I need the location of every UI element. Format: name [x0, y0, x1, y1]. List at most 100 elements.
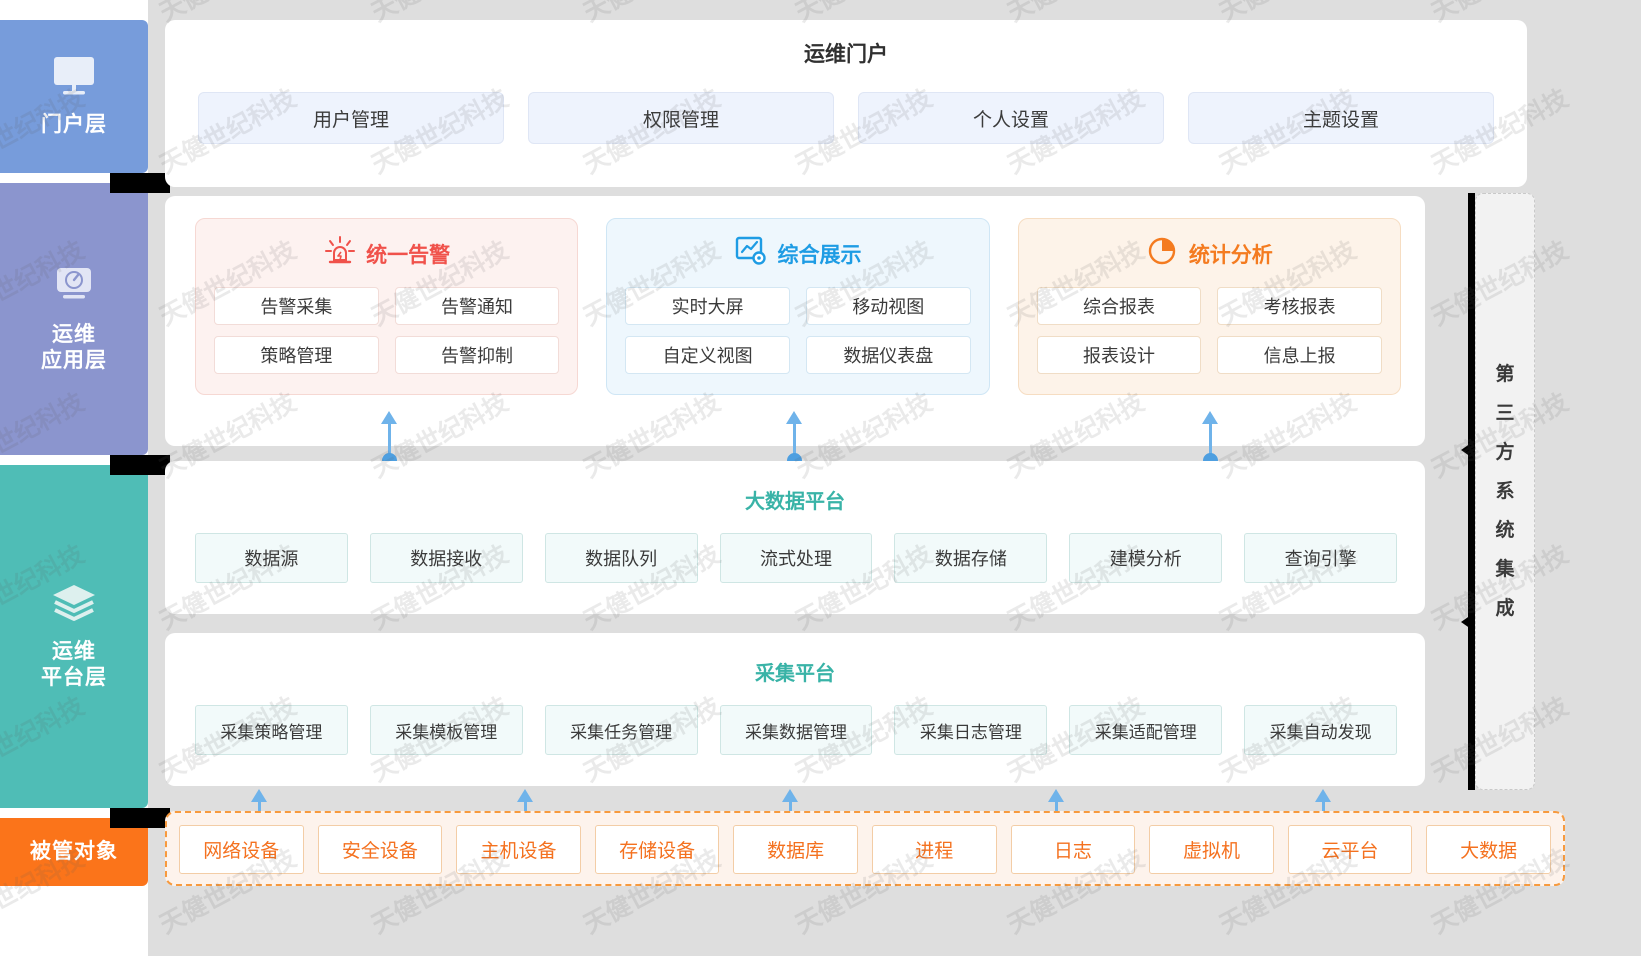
group-items: 综合报表 考核报表 报表设计 信息上报	[1036, 287, 1382, 374]
group-unified-alarm: 统一告警 告警采集 告警通知 策略管理 告警抑制	[195, 218, 579, 395]
chip-report-design[interactable]: 报表设计	[1036, 336, 1202, 374]
watermark-text: 天健世纪科技	[1636, 839, 1641, 941]
sidebar-item-ops-platform-layer[interactable]: 运维平台层	[0, 465, 148, 808]
group-comprehensive-display: 综合展示 实时大屏 移动视图 自定义视图 数据仪表盘	[606, 218, 990, 395]
sidebar-item-label: 运维应用层	[41, 322, 107, 372]
portal-button-row: 用户管理 权限管理 个人设置 主题设置	[198, 92, 1494, 144]
watermark-text: 天健世纪科技	[1636, 231, 1641, 333]
collection-item-row: 采集策略管理 采集模板管理 采集任务管理 采集数据管理 采集日志管理 采集适配管…	[195, 705, 1398, 755]
object-cloud-platform[interactable]: 云平台	[1287, 825, 1413, 874]
pie-chart-icon	[1146, 235, 1180, 273]
collection-item-policy-management[interactable]: 采集策略管理	[195, 705, 348, 755]
object-database[interactable]: 数据库	[733, 825, 858, 874]
connector-tab	[110, 173, 170, 193]
third-party-char: 方	[1495, 442, 1515, 463]
connector-tab	[110, 455, 170, 475]
sidebar-item-label: 门户层	[41, 113, 107, 137]
watermark-text: 天健世纪科技	[1636, 687, 1641, 789]
group-title: 综合展示	[777, 244, 862, 267]
object-process[interactable]: 进程	[871, 825, 997, 874]
object-log[interactable]: 日志	[1010, 825, 1136, 874]
collection-platform-card: 采集平台 采集策略管理 采集模板管理 采集任务管理 采集数据管理 采集日志管理 …	[165, 633, 1425, 786]
page-title: 运维门户	[804, 43, 888, 66]
object-storage-device[interactable]: 存储设备	[594, 825, 720, 874]
collection-item-adapter-management[interactable]: 采集适配管理	[1069, 705, 1223, 755]
bigdata-item-row: 数据源 数据接收 数据队列 流式处理 数据存储 建模分析 查询引擎	[195, 533, 1398, 583]
third-party-char: 统	[1495, 520, 1515, 541]
layers-icon	[49, 582, 99, 629]
sidebar-item-ops-application-layer[interactable]: 运维应用层	[0, 183, 148, 455]
bigdata-item-data-source[interactable]: 数据源	[195, 533, 348, 583]
chip-alarm-suppression[interactable]: 告警抑制	[394, 336, 560, 374]
third-party-notch	[1461, 443, 1471, 457]
portal-box-user-management[interactable]: 用户管理	[198, 92, 504, 144]
group-statistical-analysis: 统计分析 综合报表 考核报表 报表设计 信息上报	[1017, 218, 1401, 395]
chip-custom-view[interactable]: 自定义视图	[625, 336, 790, 374]
collection-item-task-management[interactable]: 采集任务管理	[544, 705, 698, 755]
section-title-collection: 采集平台	[755, 663, 835, 685]
sidebar-item-label: 运维平台层	[41, 640, 107, 689]
group-header: 统一告警	[214, 235, 559, 273]
sidebar-item-portal-layer[interactable]: 门户层	[0, 20, 148, 173]
flow-arrow-up	[381, 411, 397, 468]
flow-arrow-up	[1202, 411, 1218, 468]
watermark-text: 天健世纪科技	[1636, 0, 1641, 29]
sidebar-item-managed-objects[interactable]: 被管对象	[0, 818, 148, 886]
watermark-text: 天健世纪科技	[1636, 383, 1641, 485]
third-party-char: 系	[1495, 481, 1515, 502]
chip-realtime-bigscreen[interactable]: 实时大屏	[625, 287, 790, 325]
chip-assessment-report[interactable]: 考核报表	[1217, 287, 1382, 325]
chip-information-reporting[interactable]: 信息上报	[1217, 336, 1382, 374]
section-title-bigdata: 大数据平台	[745, 491, 845, 513]
chip-mobile-view[interactable]: 移动视图	[805, 287, 971, 325]
third-party-integration-panel[interactable]: 第 三 方 系 统 集 成	[1475, 193, 1535, 790]
object-virtual-machine[interactable]: 虚拟机	[1149, 825, 1274, 874]
flow-arrow-up	[786, 411, 802, 468]
alarm-siren-icon	[323, 235, 357, 273]
chip-comprehensive-report[interactable]: 综合报表	[1036, 287, 1202, 325]
collection-item-auto-discovery[interactable]: 采集自动发现	[1244, 705, 1398, 755]
chip-policy-management[interactable]: 策略管理	[214, 336, 379, 374]
monitor-icon	[50, 55, 98, 102]
collection-item-template-management[interactable]: 采集模板管理	[369, 705, 523, 755]
bigdata-item-data-queue[interactable]: 数据队列	[544, 533, 698, 583]
third-party-bracket	[1468, 193, 1475, 790]
portal-box-permission-management[interactable]: 权限管理	[528, 92, 834, 144]
collection-item-data-management[interactable]: 采集数据管理	[719, 705, 873, 755]
application-layer-card: 统一告警 告警采集 告警通知 策略管理 告警抑制	[165, 196, 1425, 446]
gauge-monitor-icon	[50, 265, 98, 312]
watermark-text: 天健世纪科技	[1636, 79, 1641, 181]
bigdata-item-data-receive[interactable]: 数据接收	[369, 533, 523, 583]
group-items: 实时大屏 移动视图 自定义视图 数据仪表盘	[625, 287, 971, 374]
bigdata-item-data-storage[interactable]: 数据存储	[894, 533, 1048, 583]
group-header: 综合展示	[625, 235, 970, 273]
third-party-char: 第	[1495, 364, 1515, 385]
bigdata-item-stream-processing[interactable]: 流式处理	[719, 533, 873, 583]
managed-objects-band: 网络设备 安全设备 主机设备 存储设备 数据库 进程 日志 虚拟机 云平台 大数…	[165, 811, 1565, 886]
group-title: 统计分析	[1188, 244, 1273, 267]
group-items: 告警采集 告警通知 策略管理 告警抑制	[214, 287, 560, 374]
connector-tab	[110, 808, 170, 828]
bigdata-item-modeling-analysis[interactable]: 建模分析	[1069, 533, 1223, 583]
object-host-device[interactable]: 主机设备	[456, 825, 581, 874]
portal-box-personal-settings[interactable]: 个人设置	[858, 92, 1164, 144]
portal-box-theme-settings[interactable]: 主题设置	[1188, 92, 1494, 144]
sidebar-item-label: 被管对象	[30, 840, 118, 864]
bigdata-platform-card: 大数据平台 数据源 数据接收 数据队列 流式处理 数据存储 建模分析 查询引擎	[165, 461, 1425, 614]
third-party-notch	[1461, 615, 1471, 629]
group-header: 统计分析	[1037, 235, 1382, 273]
object-bigdata[interactable]: 大数据	[1426, 825, 1551, 874]
managed-objects-row: 网络设备 安全设备 主机设备 存储设备 数据库 进程 日志 虚拟机 云平台 大数…	[179, 825, 1551, 874]
chip-alarm-notification[interactable]: 告警通知	[394, 287, 560, 325]
chip-data-dashboard[interactable]: 数据仪表盘	[805, 336, 971, 374]
group-title: 统一告警	[366, 244, 451, 267]
bigdata-item-query-engine[interactable]: 查询引擎	[1244, 533, 1398, 583]
collection-item-log-management[interactable]: 采集日志管理	[894, 705, 1048, 755]
portal-layer-card: 运维门户 用户管理 权限管理 个人设置 主题设置	[165, 20, 1527, 187]
object-network-device[interactable]: 网络设备	[179, 825, 304, 874]
third-party-char: 集	[1495, 559, 1515, 580]
object-security-device[interactable]: 安全设备	[317, 825, 443, 874]
third-party-char: 成	[1495, 598, 1515, 619]
watermark-text: 天健世纪科技	[1636, 535, 1641, 637]
chip-alarm-collection[interactable]: 告警采集	[214, 287, 379, 325]
